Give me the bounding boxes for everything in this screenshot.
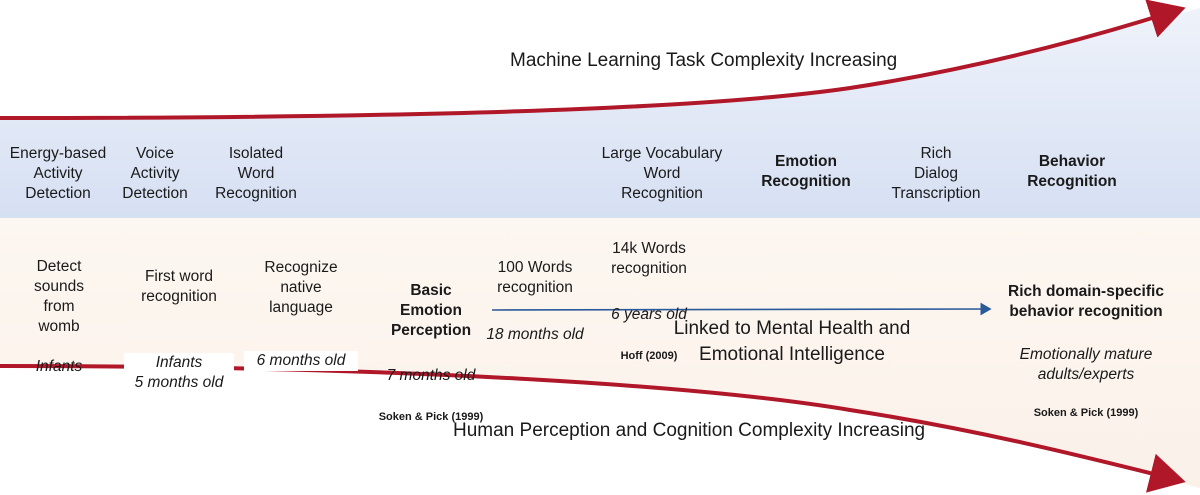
ml-task-isolated-word-recognition: Isolated Word Recognition [215,145,297,202]
milestone-ability: Detect sounds from womb [34,258,84,335]
ml-task-energy-activity-detection: Energy-based Activity Detection [9,145,107,202]
ml-task-dialog-transcription: Rich Dialog Transcription [891,145,981,202]
milestone-first-word: First word recognition Infants 5 months … [124,247,234,413]
milestone-ability: 100 Words recognition [497,259,573,296]
milestone-age: Infants [35,358,83,375]
milestone-age: 6 months old [244,351,358,371]
mental-health-note: Linked to Mental Health and Emotional In… [673,318,911,365]
ml-task-large-vocab-recognition: Large Vocabulary Word Recognition [601,145,723,202]
ml-task-behavior-recognition: Behavior Recognition [1027,153,1117,190]
milestone-citation: Soken & Pick (1999) [1033,407,1139,419]
milestone-ability: Rich domain-specific behavior recognitio… [1008,283,1164,320]
milestone-ability: Basic Emotion Perception [390,282,472,339]
top-caption: Machine Learning Task Complexity Increas… [510,50,898,71]
milestone-100-words: 100 Words recognition 18 months old [476,238,594,365]
milestone-rich-behavior: Rich domain-specific behavior recognitio… [996,262,1176,440]
milestone-citation: Hoff (2009) [620,350,678,362]
human-complexity-band [0,218,1200,488]
ml-task-voice-activity-detection: Voice Activity Detection [122,145,188,202]
milestone-citation: Soken & Pick (1999) [378,411,484,423]
milestone-age: 18 months old [486,326,584,343]
bottom-caption: Human Perception and Cognition Complexit… [453,420,926,441]
milestone-age: Infants 5 months old [124,353,234,393]
milestone-age: Emotionally mature adults/experts [1019,346,1153,383]
ml-complexity-arrow [0,0,1186,120]
milestone-14k-words: 14k Words recognition 6 years old Hoff (… [590,219,708,383]
milestone-ability: 14k Words recognition [611,240,687,277]
ml-complexity-band [0,8,1200,218]
mental-health-link-arrow [491,302,992,316]
milestone-basic-emotion: Basic Emotion Perception 7 months old So… [366,261,496,444]
milestone-detect-sounds: Detect sounds from womb Infants [12,237,106,397]
ml-task-emotion-recognition: Emotion Recognition [761,153,851,190]
milestone-native-language: Recognize native language 6 months old [244,238,358,391]
milestone-ability: First word recognition [141,268,217,305]
milestone-age: 6 years old [611,306,687,323]
milestone-ability: Recognize native language [264,259,338,316]
milestone-age: 7 months old [386,367,476,384]
